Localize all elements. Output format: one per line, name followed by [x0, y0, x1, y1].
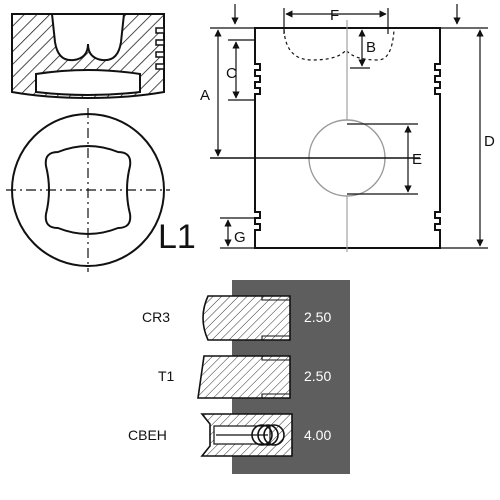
ring-cr3-name: CR3: [142, 309, 170, 325]
crown-ring-grooves: [155, 27, 165, 70]
piston-side-view: [210, 20, 441, 252]
dimension-e-label: E: [412, 151, 422, 168]
pin-boss-cutout: [35, 69, 141, 96]
expander-spring-icon: [251, 424, 273, 446]
combustion-bowl: [50, 13, 126, 62]
ring-cr3: CR3 2.50: [142, 295, 331, 341]
ring-t1-name: T1: [158, 368, 175, 384]
bowl-top-outline: [44, 145, 132, 235]
dimension-d-label: D: [484, 133, 495, 150]
ring-t1-profile: [197, 355, 291, 399]
bowl-hidden-line: [283, 29, 395, 61]
crown-section-view: [11, 13, 165, 100]
crown-top-view: [6, 108, 170, 272]
ring-cr3-profile: [202, 295, 291, 341]
ring-t1-thickness: 2.50: [304, 368, 331, 384]
dimension-a-label: A: [200, 87, 210, 104]
ring-cbeh-name: CBEH: [128, 427, 167, 443]
ring-cbeh-thickness: 4.00: [304, 427, 331, 443]
ring-t1: T1 2.50: [158, 355, 331, 399]
dimension-lines: [210, 4, 488, 249]
ring-cr3-thickness: 2.50: [304, 309, 331, 325]
dimension-f-label: F: [330, 7, 339, 24]
variant-label: L1: [158, 218, 196, 256]
dimension-b-label: B: [366, 39, 376, 56]
dimension-labels: A B C D E F G: [200, 7, 495, 246]
dimension-c-label: C: [226, 65, 237, 82]
ring-cbeh: CBEH 4.00: [128, 413, 331, 457]
ring-set: CR3 2.50 T1 2.50 CBEH 4.00: [128, 280, 350, 474]
dimension-g-label: G: [234, 229, 246, 246]
